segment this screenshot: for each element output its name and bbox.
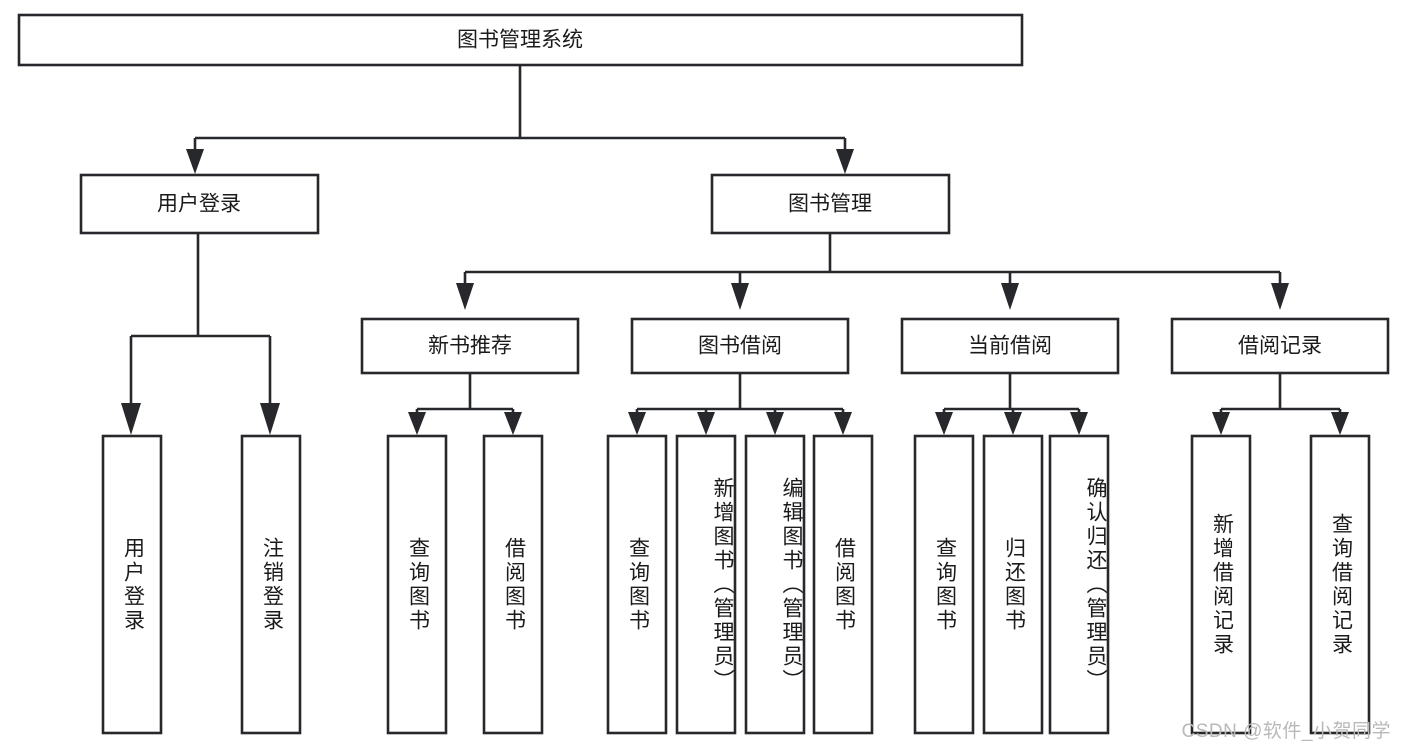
arrow-to-leaf-user-login [121, 403, 141, 435]
node-root[interactable]: 图书管理系统 [17, 13, 1024, 67]
arrow-to-leaf-borrow-book-1 [504, 412, 522, 435]
arrow-to-book-borrow [731, 283, 749, 310]
arrow-to-borrow-record [1271, 283, 1289, 310]
leafbox-leaf-borrow-book-1[interactable] [482, 434, 544, 735]
node-book-borrow-label: 图书借阅 [698, 335, 782, 358]
connector-book-management-to-level2 [456, 233, 1289, 310]
leafbox-leaf-edit-book[interactable] [744, 434, 806, 735]
arrow-to-leaf-logout-login [260, 403, 280, 435]
connector-book-borrow-to-leaves [628, 373, 852, 435]
arrow-to-leaf-add-book [697, 412, 715, 435]
node-user-login[interactable]: 用户登录 [79, 173, 320, 235]
leafbox-leaf-query-book-3[interactable] [913, 434, 975, 735]
node-current-borrow[interactable]: 当前借阅 [900, 317, 1120, 375]
leaf-boxes [101, 434, 1371, 735]
leafbox-leaf-query-book-1[interactable] [386, 434, 448, 735]
leafbox-leaf-add-book[interactable] [675, 434, 737, 735]
connector-current-borrow-to-leaves [935, 373, 1088, 435]
leafbox-leaf-logout-login[interactable] [240, 434, 302, 735]
leafbox-leaf-add-record[interactable] [1190, 434, 1252, 735]
arrow-to-leaf-query-book-2 [628, 412, 646, 435]
node-borrow-record-label: 借阅记录 [1238, 335, 1322, 358]
connector-borrow-record-to-leaves [1212, 373, 1349, 435]
arrow-to-current-borrow [1001, 283, 1019, 310]
arrow-to-leaf-query-book-1 [408, 412, 426, 435]
leafbox-leaf-user-login[interactable] [101, 434, 163, 735]
node-book-borrow[interactable]: 图书借阅 [630, 317, 850, 375]
node-book-management[interactable]: 图书管理 [710, 173, 951, 235]
node-user-login-label: 用户登录 [157, 193, 241, 216]
leafbox-leaf-borrow-book-2[interactable] [812, 434, 874, 735]
connector-user-login-to-leaves [121, 233, 280, 435]
connector-new-book-recommend-to-leaves [408, 373, 522, 435]
node-current-borrow-label: 当前借阅 [968, 335, 1052, 358]
node-new-book-recommend[interactable]: 新书推荐 [360, 317, 580, 375]
arrow-to-leaf-query-record [1331, 412, 1349, 435]
arrow-to-leaf-edit-book [766, 412, 784, 435]
arrow-to-leaf-borrow-book-2 [834, 412, 852, 435]
leafbox-leaf-query-book-2[interactable] [606, 434, 668, 735]
arrow-to-leaf-confirm-return [1070, 412, 1088, 435]
leafbox-leaf-return-book[interactable] [982, 434, 1044, 735]
arrow-to-book-management [836, 149, 854, 174]
csdn-watermark: CSDN @软件_小贺同学 [1181, 721, 1391, 742]
arrow-to-leaf-add-record [1212, 412, 1230, 435]
node-book-management-label: 图书管理 [788, 193, 872, 216]
node-new-book-recommend-label: 新书推荐 [428, 335, 512, 358]
node-borrow-record[interactable]: 借阅记录 [1170, 317, 1390, 375]
arrow-to-leaf-query-book-3 [935, 412, 953, 435]
arrow-to-user-login [186, 149, 204, 174]
node-root-label: 图书管理系统 [457, 29, 583, 52]
leafbox-leaf-confirm-return[interactable] [1048, 434, 1110, 735]
connector-root-to-level1 [186, 65, 854, 174]
arrow-to-leaf-return-book [1004, 412, 1022, 435]
leafbox-leaf-query-record[interactable] [1309, 434, 1371, 735]
arrow-to-new-book-recommend [456, 283, 474, 310]
